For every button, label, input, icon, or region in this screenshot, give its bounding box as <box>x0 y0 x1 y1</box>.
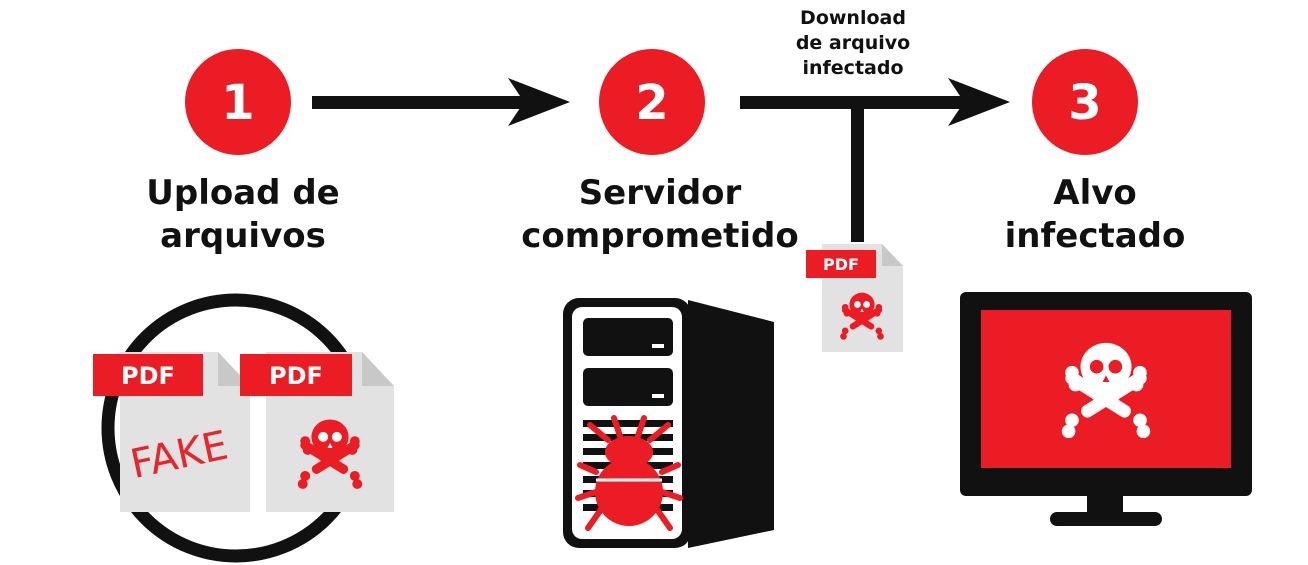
download-label: Download de arquivo infectado <box>796 7 910 79</box>
skull-crossbones-icon <box>1061 342 1151 439</box>
step-number: 3 <box>1068 75 1101 131</box>
step-3-badge: 3 <box>1032 49 1138 155</box>
step-number: 2 <box>635 75 668 131</box>
pdf-file-icon: PDF FAKE <box>93 352 250 512</box>
arrow-right-icon <box>312 78 570 126</box>
step-1-badge: 1 <box>185 49 291 155</box>
step-3-title-line1: Alvo <box>1053 173 1137 213</box>
step-3-title-line2: infectado <box>1005 216 1186 256</box>
step-number: 1 <box>221 75 254 131</box>
server-tower-icon <box>563 298 774 548</box>
download-label-line3: infectado <box>802 57 903 79</box>
step-2-title-line1: Servidor <box>579 173 742 213</box>
pdf-label: PDF <box>823 255 859 274</box>
pdf-label: PDF <box>121 362 175 390</box>
download-label-line1: Download <box>800 7 906 29</box>
download-branch-line <box>851 102 864 242</box>
bug-icon <box>575 415 683 531</box>
arrow-right-icon <box>740 78 1010 126</box>
step-2-title-line2: comprometido <box>521 216 799 256</box>
download-label-line2: de arquivo <box>796 32 910 54</box>
pdf-file-icon: PDF <box>806 244 903 352</box>
step-1-title-line1: Upload de <box>146 173 339 213</box>
pdf-file-icon: PDF <box>240 352 394 512</box>
monitor-icon <box>960 292 1252 526</box>
step-2-badge: 2 <box>599 49 705 155</box>
step-1-title-line2: arquivos <box>160 216 326 256</box>
pdf-label: PDF <box>269 362 323 390</box>
